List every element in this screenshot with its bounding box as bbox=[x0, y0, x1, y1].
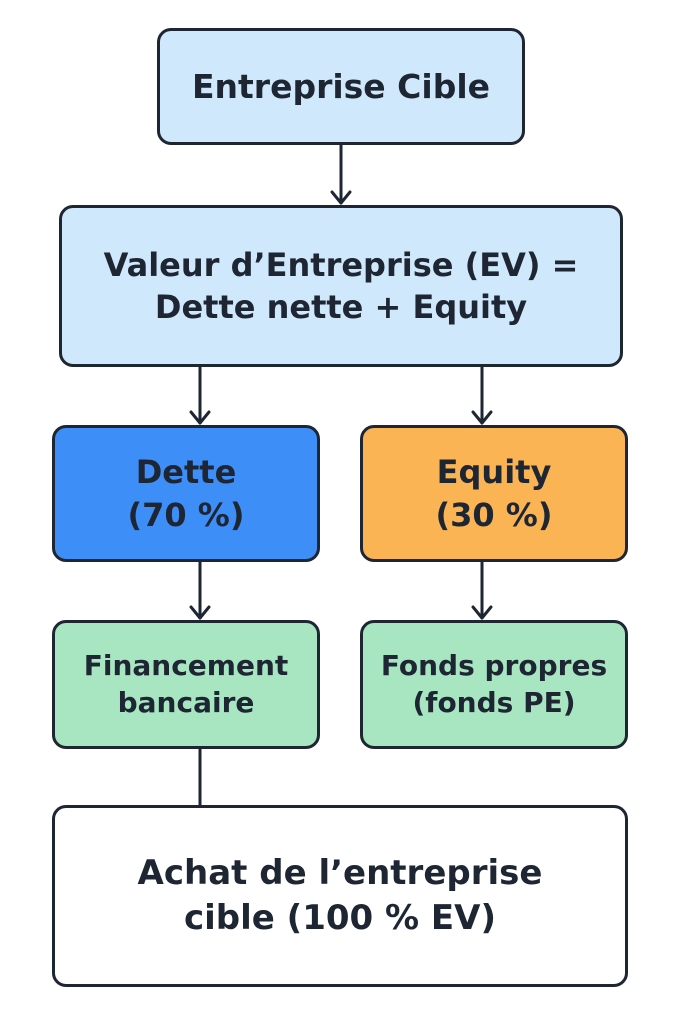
bank-financing-box: Financement bancaire bbox=[52, 620, 320, 749]
own-funds-box: Fonds propres (fonds PE) bbox=[360, 620, 628, 749]
equity-label: Equity bbox=[436, 453, 552, 492]
enterprise-value-box: Valeur d’Entreprise (EV) = Dette nette +… bbox=[59, 205, 623, 367]
target-company-label: Entreprise Cible bbox=[191, 66, 491, 106]
bank-financing-line-2: bancaire bbox=[117, 685, 255, 719]
arrow-target-to-ev bbox=[330, 143, 352, 205]
enterprise-value-line-2: Dette nette + Equity bbox=[154, 288, 528, 326]
arrow-debt-to-bank bbox=[189, 560, 211, 620]
own-funds-line-1: Fonds propres bbox=[380, 648, 608, 682]
acquisition-line-2: cible (100 % EV) bbox=[183, 898, 496, 938]
arrow-equity-to-pe bbox=[471, 560, 493, 620]
arrow-ev-to-equity bbox=[471, 365, 493, 425]
enterprise-value-line-1: Valeur d’Entreprise (EV) = bbox=[103, 245, 579, 284]
bank-financing-line-1: Financement bbox=[83, 648, 289, 682]
own-funds-line-2: (fonds PE) bbox=[412, 685, 576, 719]
equity-box: Equity (30 %) bbox=[360, 425, 628, 562]
equity-percentage: (30 %) bbox=[435, 495, 553, 534]
acquisition-line-1: Achat de l’entreprise bbox=[137, 853, 543, 894]
debt-percentage: (70 %) bbox=[127, 495, 245, 534]
target-company-box: Entreprise Cible bbox=[157, 28, 525, 145]
debt-box: Dette (70 %) bbox=[52, 425, 320, 562]
arrow-ev-to-debt bbox=[189, 365, 211, 425]
debt-label: Dette bbox=[135, 453, 237, 492]
acquisition-box: Achat de l’entreprise cible (100 % EV) bbox=[52, 805, 628, 987]
